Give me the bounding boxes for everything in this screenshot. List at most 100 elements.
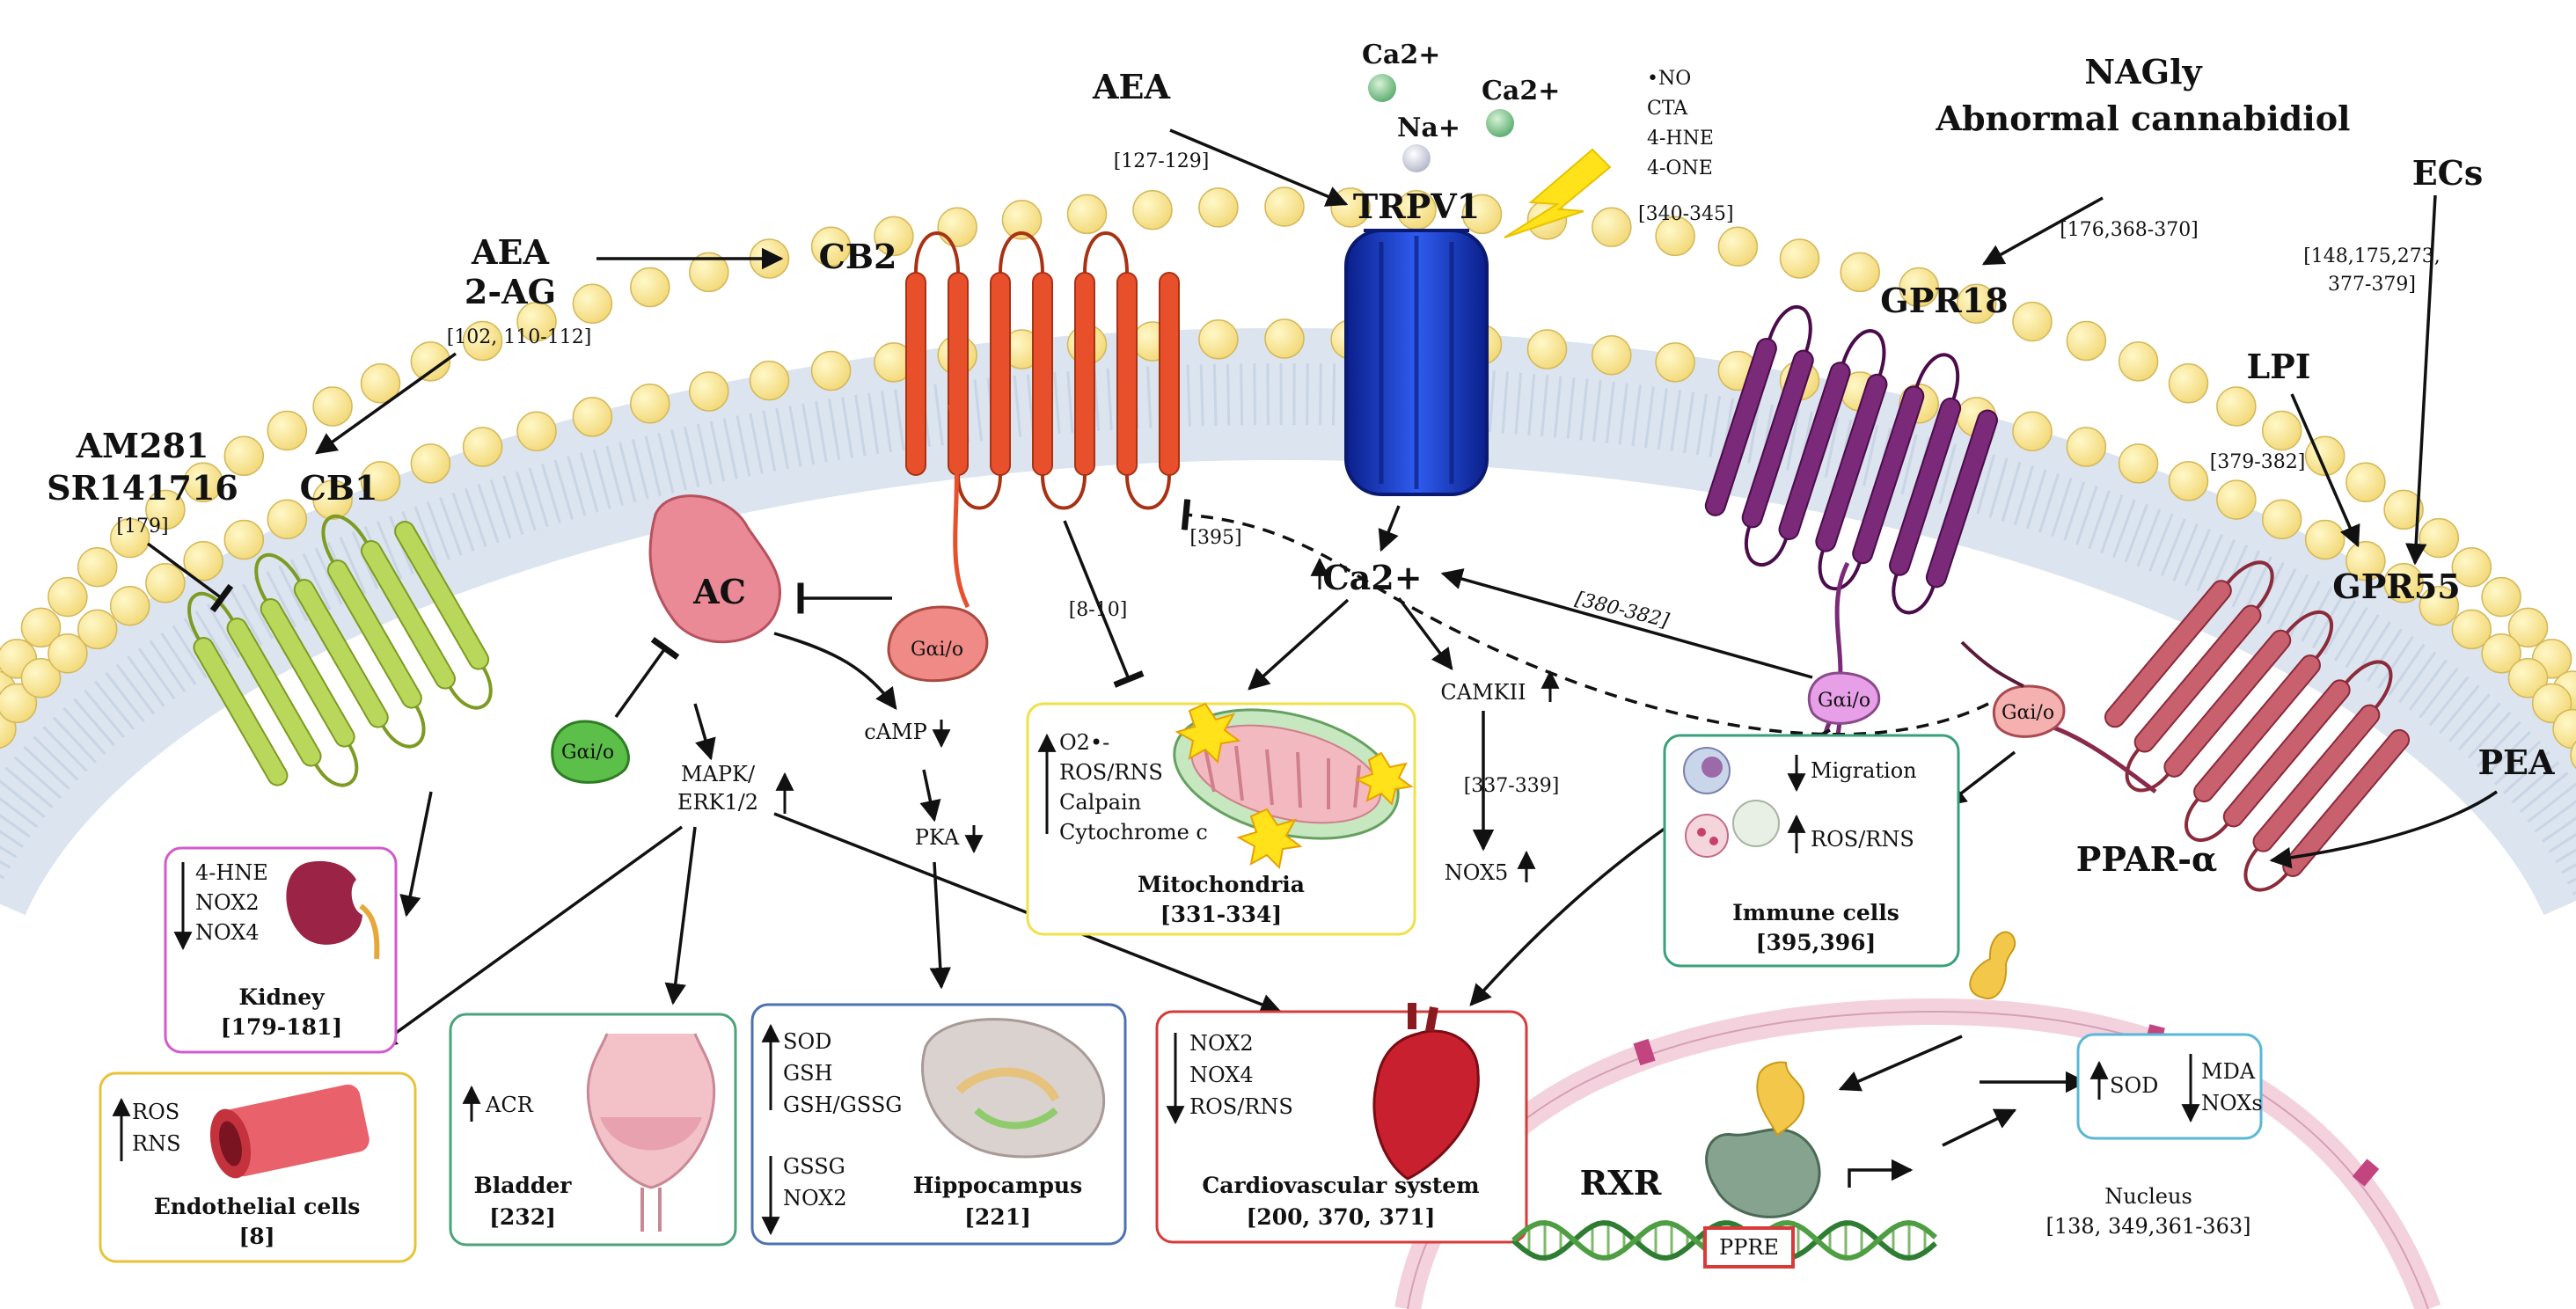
ion-label-na: Na+ [1397,113,1460,143]
ions: Ca2+ Na+ Ca2+ [1362,40,1560,172]
oxidant-list: •NO CTA 4-HNE 4-ONE [340-345] [1638,68,1734,225]
lightning-icon [1504,148,1612,238]
helix [1074,272,1095,476]
lipid-head [2507,607,2549,648]
lipid-head [1592,207,1632,247]
helix [2252,704,2381,852]
ref-337: [337-339] [1464,775,1560,797]
ion-label-ca-1: Ca2+ [1362,40,1440,70]
ppre-box: PPRE [1703,1226,1795,1269]
lipid-head [1899,267,1939,308]
svg-text:•NO: •NO [1647,68,1691,90]
svg-text:GSH/GSSG: GSH/GSSG [783,1093,902,1117]
lipid-head [48,633,88,674]
gpr18-receptor [1704,305,1998,615]
ca-cytosol-label: Ca2+ [1322,558,1422,597]
lipid-head [267,410,308,451]
svg-text:Immune cells: Immune cells [1732,900,1899,925]
svg-text:[331-334]: [331-334] [1160,902,1282,927]
ligand-sr141716: SR141716 [47,468,238,508]
ref-aea-trpv1: [127-129] [1114,150,1210,172]
rxr-icon [1705,1128,1821,1218]
ref-am281: [179] [116,516,168,537]
ca-ion-2 [1486,109,1514,137]
svg-text:4-HNE: 4-HNE [1647,128,1714,150]
nucleus-panel: SOD MDA NOXs Nucleus [138, 349,361-363] [2046,1033,2263,1239]
immune-cells-icon [1683,747,1780,858]
lipid-head [2570,741,2576,770]
lipid-head [1198,187,1239,228]
lipid-head [48,576,88,618]
svg-text:SOD: SOD [783,1029,831,1054]
hippocampus-panel: SOD GSH GSH/GSSG GSSG NOX2 Hippocampus [… [750,1003,1127,1246]
lipid-head [1264,318,1305,359]
gpr55-receptor [2104,560,2411,892]
ligand-aea: AEA [471,232,549,272]
rxr-label: RXR [1580,1163,1662,1203]
helix [905,272,926,476]
ppar-alpha-icon [1969,931,2016,1000]
svg-text:MDA: MDA [2201,1059,2256,1084]
lipid-head [2118,443,2159,484]
lipid-head [2383,489,2424,530]
lipid-head [360,461,401,501]
ligand-2ag: 2-AG [465,272,556,311]
lipid-head [1840,252,1880,293]
svg-text:[232]: [232] [489,1204,556,1230]
lipid-head [2419,517,2460,559]
svg-text:[8]: [8] [238,1224,274,1249]
helix [1925,409,1998,589]
lipid-head [109,585,150,626]
lipid-heads-inner [0,318,2576,770]
lipid-head [2118,341,2159,382]
mitochondria-panel: O2•- ROS/RNS Calpain Cytochrome c Mitoch… [1026,702,1416,936]
endothelial-panel: ROS RNS Endothelial cells [8] [99,1071,417,1263]
lipid-head [810,350,852,391]
lipid-head [2168,461,2209,501]
pathway-arrows [315,128,2498,1188]
svg-text:NOX4: NOX4 [195,920,260,945]
lipid-head [2012,301,2053,342]
svg-text:ACR: ACR [485,1093,534,1117]
regulation-arrows [775,557,1560,882]
lipid-head [462,320,503,362]
ac-label: AC [692,572,746,611]
lipid-head [312,479,353,520]
lipid-head [2345,540,2386,581]
lipid-head [1132,189,1173,230]
cb1-label: CB1 [300,468,378,508]
lipid-head [1001,200,1043,240]
ref-380: [380-382] [1573,588,1672,633]
svg-text:CTA: CTA [1647,98,1688,120]
svg-text:RNS: RNS [132,1131,181,1156]
ligand-nagly: NAGly [2084,52,2202,91]
svg-text:Cytochrome c: Cytochrome c [1059,820,1208,845]
lipid-head [2451,609,2492,650]
lipid-head [1461,194,1503,235]
g-protein-cb1: Gαi/o [551,720,630,784]
svg-text:[395,396]: [395,396] [1756,930,1877,955]
lipid-head [183,462,223,503]
lipid-head [1066,194,1108,235]
svg-text:O2•-: O2•- [1059,730,1109,755]
lipid-head [462,427,503,467]
lipid-head [20,658,62,698]
helix [1159,272,1180,476]
svg-text:Endothelial cells: Endothelial cells [154,1194,361,1219]
lipid-head [810,226,852,267]
ppar-bound-icon [1756,1061,1805,1137]
ppar-label: PPAR-α [2076,839,2217,879]
lipid-head [109,517,150,559]
svg-text:Cardiovascular system: Cardiovascular system [1202,1173,1479,1198]
heart-icon [1372,1003,1480,1181]
svg-text:ROS/RNS: ROS/RNS [1189,1094,1293,1119]
mitochondrion-icon [1173,702,1414,870]
ref-nagly: [176,368-370] [2060,219,2199,241]
svg-text:Gαi/o: Gαi/o [561,742,614,764]
ligand-abnormal-cbd: Abnormal cannabidiol [1936,99,2351,138]
lipid-head [749,360,790,401]
helix [1116,272,1138,476]
cardio-panel: NOX2 NOX4 ROS/RNS Cardiovascular system … [1155,1003,1528,1244]
svg-text:4-HNE: 4-HNE [195,860,268,885]
svg-text:Bladder: Bladder [474,1173,573,1198]
